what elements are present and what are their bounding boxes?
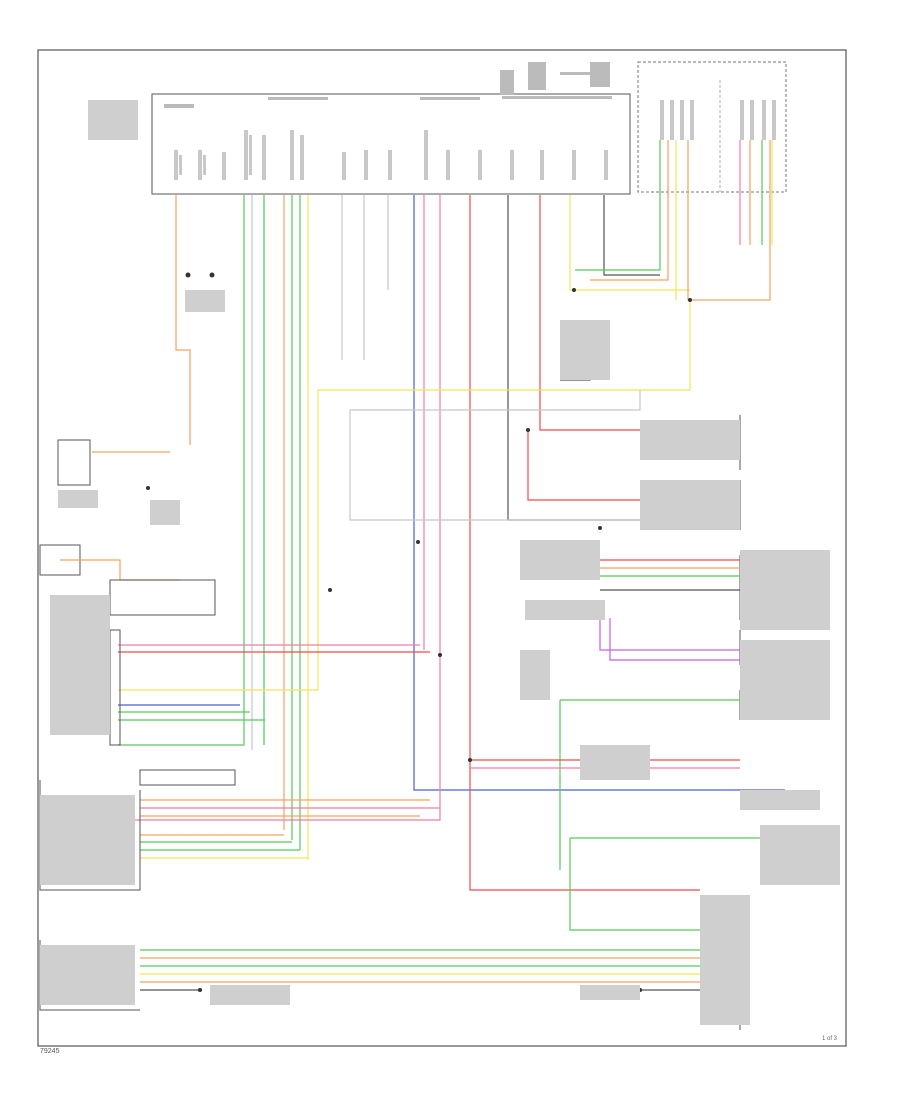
- footer-left-label: 79245: [40, 1048, 60, 1055]
- wires-bottom-bus: [140, 949, 700, 991]
- wire-bundle-right: [575, 140, 773, 301]
- right-module-box: [637, 61, 787, 193]
- pin-labels: [174, 100, 776, 180]
- right-connectors: [39, 415, 741, 1030]
- wire-bundle-top: [118, 195, 785, 891]
- splice-points: [146, 272, 692, 992]
- top-module-labels: [164, 62, 612, 108]
- wires-left: [60, 451, 440, 859]
- footer-right-label: 1 of 3: [822, 1036, 838, 1042]
- diagram-text-blocks: [40, 100, 840, 1025]
- diagram-border: [37, 49, 847, 1047]
- top-module-box: [151, 93, 631, 195]
